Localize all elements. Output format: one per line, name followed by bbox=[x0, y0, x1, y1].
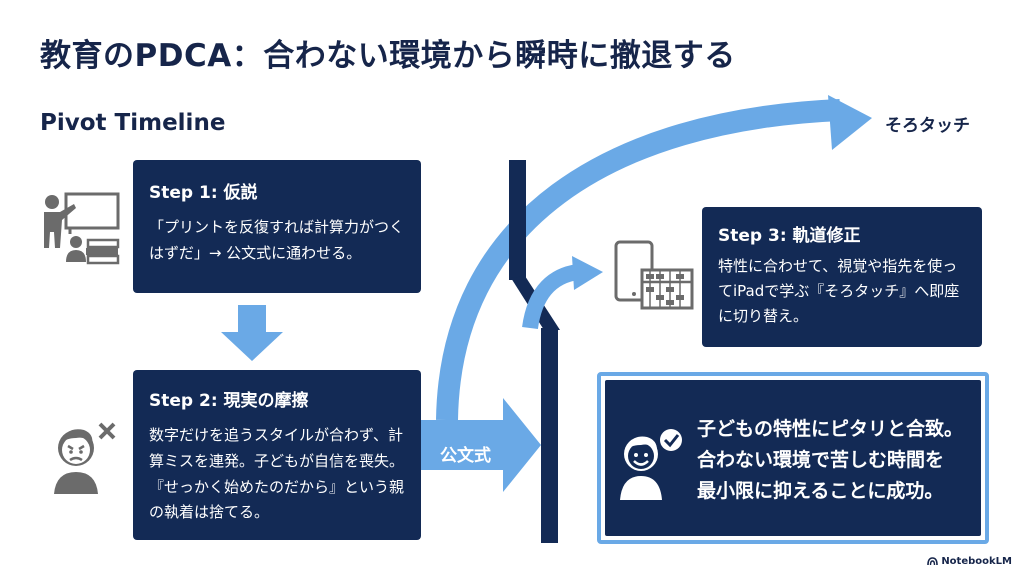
step2-title: Step 2: 現実の摩擦 bbox=[149, 391, 309, 411]
track-top bbox=[509, 160, 526, 280]
happy-child-check-icon bbox=[620, 429, 682, 500]
track-bottom bbox=[541, 328, 558, 543]
step2-body: 数字だけを追うスタイルが合わず、計算ミスを連発。子どもが自信を喪失。『せっかく始… bbox=[149, 426, 405, 522]
pivot-curve-arrowhead bbox=[828, 95, 872, 150]
footer-text: NotebookLM bbox=[941, 556, 1012, 567]
step1-title: Step 1: 仮説 bbox=[149, 183, 258, 203]
footer-branding: NotebookLM bbox=[927, 556, 1012, 567]
step1-card: Step 1: 仮説 「プリントを反復すれば計算力がつくはずだ」→ 公文式に通わ… bbox=[133, 160, 421, 293]
step1-body: 「プリントを反復すれば計算力がつくはずだ」→ 公文式に通わせる。 bbox=[149, 218, 405, 262]
down-arrow bbox=[221, 305, 283, 361]
step3-curve-arrowhead bbox=[572, 256, 603, 290]
frustrated-child-icon bbox=[54, 422, 116, 494]
step2-card: Step 2: 現実の摩擦 数字だけを追うスタイルが合わず、計算ミスを連発。子ど… bbox=[133, 370, 421, 540]
step3-title: Step 3: 軌道修正 bbox=[718, 226, 861, 246]
page-title: 教育のPDCA：合わない環境から瞬時に撤退する bbox=[40, 38, 736, 74]
step3-card: Step 3: 軌道修正 特性に合わせて、視覚や指先を使ってiPadで学ぶ『そろ… bbox=[702, 207, 982, 347]
notebooklm-logo-icon bbox=[927, 557, 939, 566]
sorotouch-arrow-label: そろタッチ bbox=[885, 116, 970, 136]
step3-curve-arrow bbox=[522, 264, 580, 330]
step3-body: 特性に合わせて、視覚や指先を使ってiPadで学ぶ『そろタッチ』へ即座に切り替え。 bbox=[718, 257, 960, 325]
tablet-abacus-icon bbox=[614, 240, 694, 310]
teacher-classroom-icon bbox=[44, 192, 120, 265]
formula-arrow-label: 公文式 bbox=[440, 446, 491, 466]
result-text: 子どもの特性にピタリと合致。 合わない環境で苦しむ時間を 最小限に抑えることに成… bbox=[697, 418, 964, 503]
formula-arrow bbox=[421, 398, 541, 492]
result-inner: 子どもの特性にピタリと合致。 合わない環境で苦しむ時間を 最小限に抑えることに成… bbox=[605, 380, 981, 536]
result-box: 子どもの特性にピタリと合致。 合わない環境で苦しむ時間を 最小限に抑えることに成… bbox=[597, 372, 989, 544]
pivot-curve-arrow bbox=[436, 99, 841, 421]
page-subtitle: Pivot Timeline bbox=[40, 110, 226, 136]
